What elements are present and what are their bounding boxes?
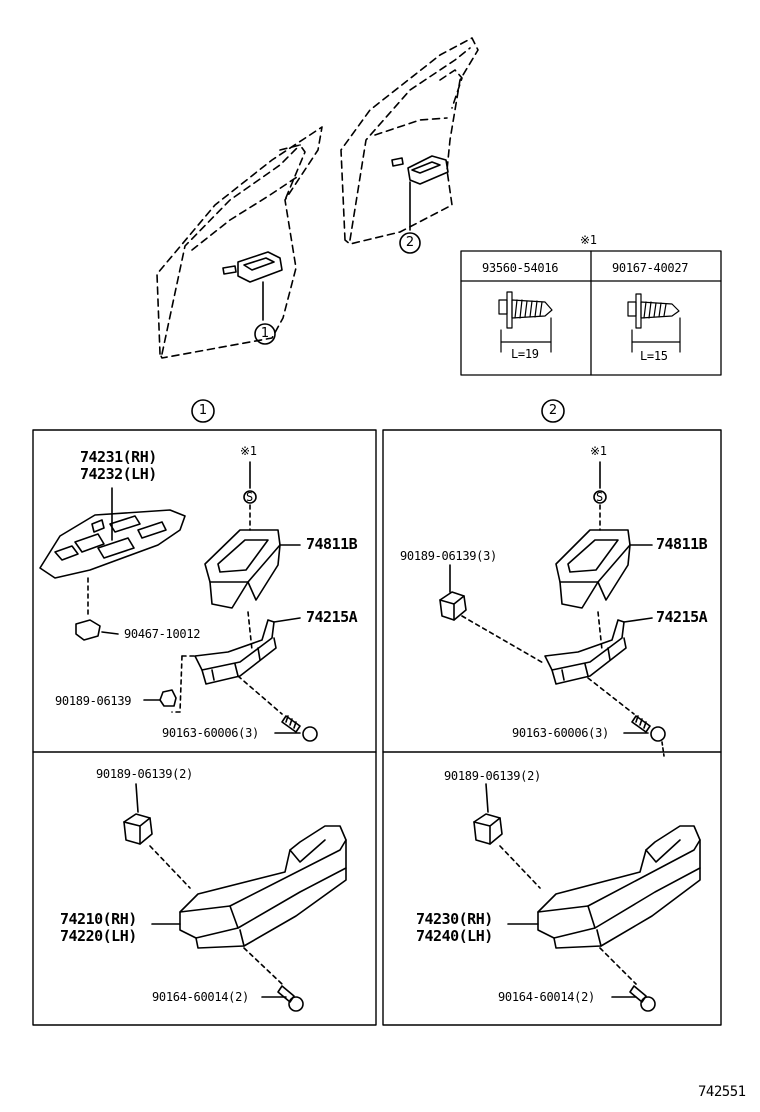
panel2-armrest-lh: 74240(LH) <box>416 927 493 945</box>
panel1-screw-ref-symbol: S <box>246 490 253 504</box>
panel1-switch-base-lh: 74232(LH) <box>80 465 157 483</box>
panel1-screw-ref: ※1 <box>240 444 257 458</box>
fastener-part-90167: 90167-40027 <box>612 261 689 275</box>
panel-2-frame <box>382 429 722 1026</box>
panel2-armrest-screw-label: 90164-60014(2) <box>498 990 595 1004</box>
panel1-screw-label: 90163-60006(3) <box>162 726 259 740</box>
panel2-screw-drawing <box>587 677 666 757</box>
front-door-switch <box>222 251 283 321</box>
panel1-switch-base-rh: 74231(RH) <box>80 448 157 466</box>
panel1-bezel-drawing <box>204 504 301 609</box>
panel1-switch-base-drawing <box>39 487 186 619</box>
panel1-nut-label: 90189-06139 <box>55 694 132 708</box>
front-door-outline <box>156 126 323 359</box>
section-1-label: 1 <box>198 403 208 418</box>
rear-door-switch <box>391 155 449 231</box>
panel1-bracket-label: 74215A <box>306 608 358 626</box>
fastener-length-15: L=15 <box>640 349 668 363</box>
panel1-armrest-lh: 74220(LH) <box>60 927 137 945</box>
panel1-screwref-drawing <box>243 461 257 504</box>
panel1-armrest-drawing <box>151 825 347 985</box>
panel2-screw-label: 90163-60006(3) <box>512 726 609 740</box>
panel1-nut-pair-drawing <box>123 783 191 889</box>
section-1-circle <box>191 399 215 423</box>
panel2-bezel-drawing <box>555 504 653 609</box>
panel2-screw-ref: ※1 <box>590 444 607 458</box>
panel2-screw-ref-symbol: S <box>596 490 603 504</box>
panel1-armrest-screw-drawing <box>261 985 304 1012</box>
panel1-clip-label: 90467-10012 <box>124 627 201 641</box>
panel1-clip-drawing <box>75 619 119 641</box>
panel2-armrest-rh: 74230(RH) <box>416 910 493 928</box>
panel1-nut-drawing <box>143 689 177 707</box>
panel-1-frame <box>32 429 377 1026</box>
callout-2-circle <box>399 232 421 254</box>
panel2-nut-label: 90189-06139(3) <box>400 549 497 563</box>
figure-number: 742551 <box>698 1084 746 1100</box>
panel2-armrest-screw-drawing <box>611 985 656 1012</box>
panel1-armrest-screw-label: 90164-60014(2) <box>152 990 249 1004</box>
callout-1-circle <box>254 323 276 345</box>
panel2-bezel-label: 74811B <box>656 535 708 553</box>
rear-door-outline <box>340 37 479 245</box>
panel1-armrest-rh: 74210(RH) <box>60 910 137 928</box>
fastener-table-heading: ※1 <box>580 233 597 247</box>
callout-2-label: 2 <box>405 235 415 250</box>
panel2-bracket-label: 74215A <box>656 608 708 626</box>
screw-icon-19 <box>498 291 553 353</box>
fastener-table-frame <box>460 250 722 376</box>
panel2-nut-drawing <box>439 564 546 665</box>
panel2-armrest-drawing <box>507 825 701 985</box>
panel1-nut-pair-label: 90189-06139(2) <box>96 767 193 781</box>
panel2-nut-pair-label: 90189-06139(2) <box>444 769 541 783</box>
panel1-screw-drawing <box>237 675 318 742</box>
callout-1-label: 1 <box>260 326 270 341</box>
panel2-screwref-drawing <box>593 461 607 504</box>
panel2-nut-pair-drawing <box>473 783 541 889</box>
fastener-part-93560: 93560-54016 <box>482 261 559 275</box>
section-2-circle <box>541 399 565 423</box>
fastener-length-19: L=19 <box>511 347 539 361</box>
screw-icon-15 <box>627 293 681 353</box>
panel2-bracket-drawing <box>544 611 653 685</box>
panel1-bezel-label: 74811B <box>306 535 358 553</box>
panel1-bracket-drawing <box>171 611 301 713</box>
section-2-label: 2 <box>548 403 558 418</box>
